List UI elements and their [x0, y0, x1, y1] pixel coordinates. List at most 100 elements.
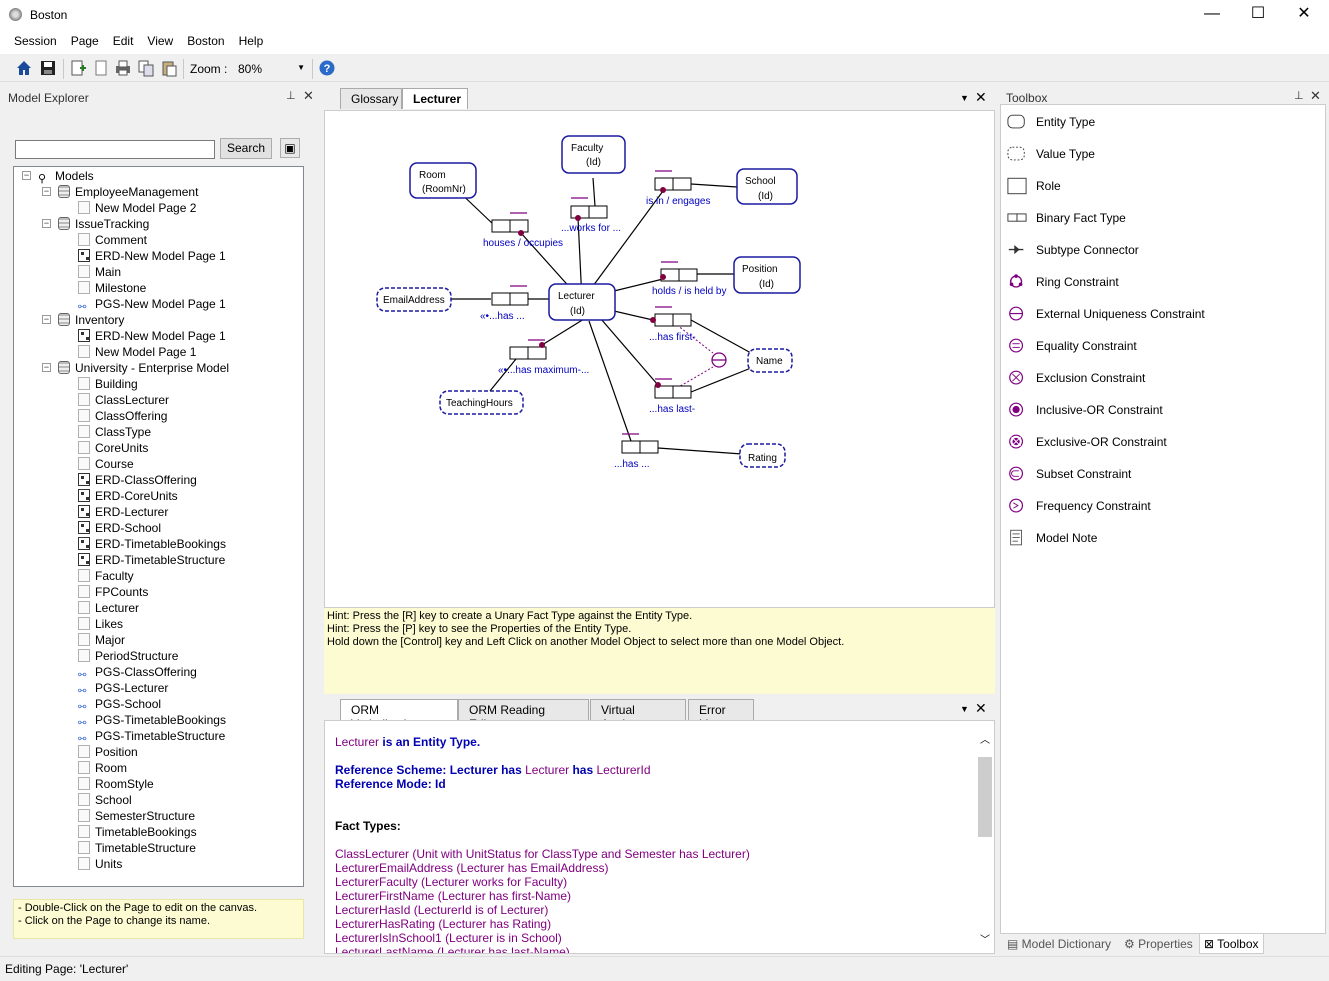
pin-icon[interactable]: ⊥: [1294, 90, 1304, 102]
tree-item[interactable]: TimetableStructure: [78, 840, 196, 856]
verbal-scrollbar[interactable]: ︿ ﹀: [978, 731, 992, 949]
close-tab-icon[interactable]: ✕: [975, 89, 987, 105]
menu-page[interactable]: Page: [70, 34, 99, 48]
scroll-down-icon[interactable]: ﹀: [980, 935, 990, 946]
tab-model-dictionary[interactable]: ▤ Model Dictionary: [1003, 934, 1115, 954]
tree-item[interactable]: FPCounts: [78, 584, 148, 600]
tree-item[interactable]: ERD-TimetableBookings: [78, 536, 226, 552]
tree-item[interactable]: EmployeeManagement: [58, 184, 198, 200]
fact-type-houses[interactable]: [491, 219, 529, 233]
toolbox-item-ring-constraint[interactable]: Ring Constraint: [1007, 272, 1119, 292]
tree-item[interactable]: CoreUnits: [78, 440, 148, 456]
tab-dropdown-icon[interactable]: ▼: [960, 704, 969, 714]
menu-session[interactable]: Session: [14, 34, 57, 48]
tree-expander[interactable]: −: [42, 362, 51, 372]
tab-error-list[interactable]: Error List: [688, 699, 754, 731]
toolbox-item-exclusive-or-constraint[interactable]: Exclusive-OR Constraint: [1007, 432, 1167, 452]
tree-item[interactable]: Faculty: [78, 568, 134, 584]
fact-type-holds[interactable]: [660, 268, 698, 282]
tree-item[interactable]: School: [78, 792, 132, 808]
tree-item[interactable]: New Model Page 2: [78, 200, 196, 216]
scroll-thumb[interactable]: [978, 757, 992, 837]
tree-item[interactable]: ⚯PGS-TimetableBookings: [78, 712, 226, 729]
fact-type-rating[interactable]: [621, 440, 659, 454]
new-page-icon[interactable]: [69, 59, 87, 77]
tree-item[interactable]: ⚯PGS-School: [78, 696, 161, 713]
fact-type-entry[interactable]: LecturerFaculty (Lecturer works for Facu…: [335, 875, 568, 889]
tab-orm-reading-editor[interactable]: ORM Reading Editor: [458, 699, 589, 731]
value-email-address[interactable]: [376, 287, 452, 312]
tab-glossary[interactable]: Glossary: [340, 88, 402, 109]
fact-type-entry[interactable]: LecturerFirstName (Lecturer has first-Na…: [335, 889, 572, 903]
tree-item[interactable]: ClassLecturer: [78, 392, 169, 408]
tree-item[interactable]: ERD-New Model Page 1: [78, 248, 226, 264]
tree-item[interactable]: ClassOffering: [78, 408, 167, 424]
tree-item[interactable]: Lecturer: [78, 600, 139, 616]
tree-item[interactable]: ERD-Lecturer: [78, 504, 168, 520]
tree-expander[interactable]: −: [42, 218, 51, 228]
tab-dropdown-icon[interactable]: ▼: [960, 93, 969, 103]
blank-page-icon[interactable]: [92, 59, 110, 77]
close-panel-icon[interactable]: ✕: [303, 88, 314, 103]
tree-expander[interactable]: −: [42, 186, 51, 196]
tree-item[interactable]: Course: [78, 456, 134, 472]
tree-item[interactable]: University - Enterprise Model: [58, 360, 229, 376]
value-name[interactable]: [747, 348, 793, 373]
toolbox-item-external-uniqueness-constraint[interactable]: External Uniqueness Constraint: [1007, 304, 1205, 324]
tree-item[interactable]: Comment: [78, 232, 147, 248]
toolbox-item-frequency-constraint[interactable]: Frequency Constraint: [1007, 496, 1151, 516]
tree-item[interactable]: ⚯PGS-Lecturer: [78, 680, 168, 697]
tree-item[interactable]: TimetableBookings: [78, 824, 197, 840]
fact-type-teaching-hours[interactable]: [509, 346, 547, 360]
fact-type-last-name[interactable]: [654, 385, 692, 399]
tree-item[interactable]: ERD-ClassOffering: [78, 472, 197, 488]
toolbox-item-subtype-connector[interactable]: Subtype Connector: [1007, 240, 1139, 260]
entity-room[interactable]: [409, 162, 477, 199]
tree-expander[interactable]: −: [42, 314, 51, 324]
tree-item[interactable]: Milestone: [78, 280, 146, 296]
toolbox-item-model-note[interactable]: Model Note: [1007, 528, 1097, 548]
fact-type-entry[interactable]: LecturerIsInSchool1 (Lecturer is in Scho…: [335, 931, 562, 945]
tree-item[interactable]: SemesterStructure: [78, 808, 195, 824]
tree-item[interactable]: Position: [78, 744, 138, 760]
value-teaching-hours[interactable]: [439, 390, 524, 415]
toolbox-item-subset-constraint[interactable]: Subset Constraint: [1007, 464, 1131, 484]
print-icon[interactable]: [114, 59, 132, 77]
tree-item[interactable]: New Model Page 1: [78, 344, 196, 360]
maximize-button[interactable]: ☐: [1250, 5, 1266, 22]
model-tree[interactable]: ⚲Models−EmployeeManagement−New Model Pag…: [13, 166, 304, 887]
search-button[interactable]: Search: [220, 138, 272, 159]
search-input[interactable]: [15, 140, 215, 159]
close-button[interactable]: ✕: [1297, 5, 1311, 22]
tree-expander[interactable]: −: [22, 170, 31, 180]
fact-type-entry[interactable]: LecturerLastName (Lecturer has last-Name…: [335, 945, 570, 954]
minimize-button[interactable]: —: [1204, 5, 1220, 22]
entity-faculty[interactable]: [561, 135, 626, 174]
fact-type-entry[interactable]: LecturerHasId (LecturerId is of Lecturer…: [335, 903, 549, 917]
tree-item[interactable]: Inventory: [58, 312, 124, 328]
close-tab-icon[interactable]: ✕: [975, 700, 987, 716]
close-panel-icon[interactable]: ✕: [1310, 88, 1321, 103]
paste-icon[interactable]: [160, 59, 178, 77]
tab-lecturer[interactable]: Lecturer: [402, 88, 468, 109]
entity-position[interactable]: [733, 256, 801, 294]
tree-item[interactable]: Major: [78, 632, 125, 648]
tree-item[interactable]: ClassType: [78, 424, 151, 440]
home-icon[interactable]: [15, 59, 33, 77]
tree-item[interactable]: ⚲Models: [38, 168, 94, 185]
tree-item[interactable]: RoomStyle: [78, 776, 154, 792]
external-uniqueness-constraint[interactable]: [711, 352, 727, 368]
tree-item[interactable]: ERD-CoreUnits: [78, 488, 178, 504]
toolbox-item-equality-constraint[interactable]: Equality Constraint: [1007, 336, 1137, 356]
toolbox-item-exclusion-constraint[interactable]: Exclusion Constraint: [1007, 368, 1145, 388]
tree-item[interactable]: ⚯PGS-ClassOffering: [78, 664, 197, 681]
menu-boston[interactable]: Boston: [187, 34, 225, 48]
tree-item[interactable]: ⚯PGS-TimetableStructure: [78, 728, 225, 745]
menu-help[interactable]: Help: [238, 34, 264, 48]
copy-icon[interactable]: [137, 59, 155, 77]
toolbox-item-role[interactable]: Role: [1007, 176, 1061, 196]
scroll-up-icon[interactable]: ︿: [980, 735, 990, 746]
tree-item[interactable]: IssueTracking: [58, 216, 149, 232]
fact-type-first-name[interactable]: [654, 313, 692, 327]
tab-toolbox[interactable]: ⊠ Toolbox: [1199, 934, 1264, 954]
